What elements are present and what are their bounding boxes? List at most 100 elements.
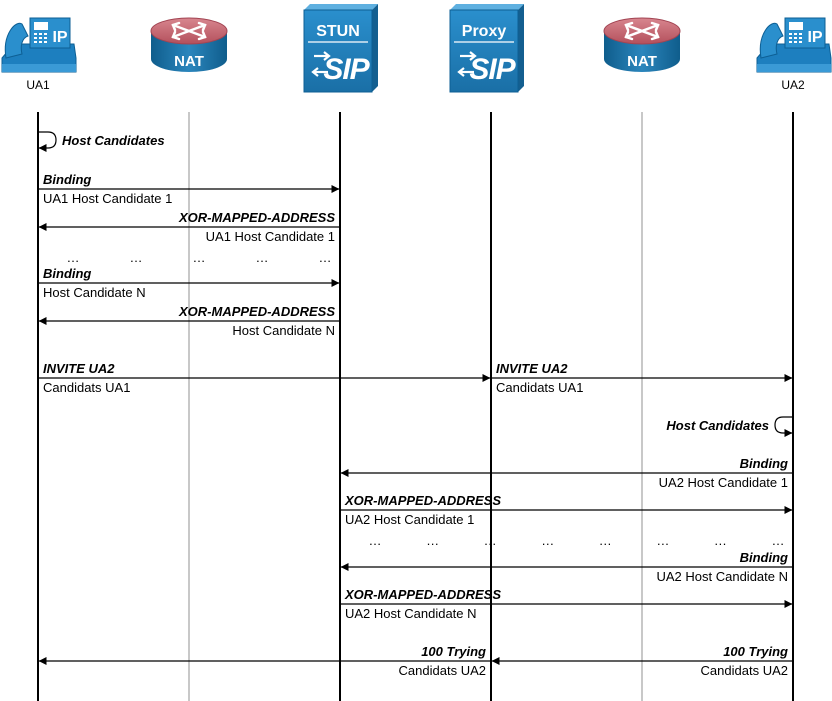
sip-text: SIP	[323, 53, 370, 86]
phone-key	[799, 41, 802, 43]
ellipsis-mark: …	[484, 533, 497, 548]
ellipsis-mark: …	[541, 533, 554, 548]
phone-key	[799, 33, 802, 35]
phone-key	[39, 33, 42, 35]
phone-key	[44, 41, 47, 43]
server-face	[303, 9, 373, 93]
message-title: Binding	[740, 456, 788, 471]
phone-key	[44, 33, 47, 35]
sip-arrow-top-head	[469, 51, 477, 61]
message-subtitle: Candidats UA1	[496, 380, 583, 395]
sip-arrow-top-head	[323, 51, 331, 61]
sip-server-icon: STUN SIP	[303, 4, 378, 93]
message-subtitle: UA2 Host Candidate N	[656, 569, 788, 584]
phone-key	[34, 41, 37, 43]
message-title: XOR-MAPPED-ADDRESS	[344, 587, 501, 602]
message-title: Host Candidates	[62, 133, 165, 148]
phone-key	[789, 41, 792, 43]
nat-arrow-head	[171, 21, 181, 32]
nat-arrow-head	[624, 30, 634, 41]
message-subtitle: UA1 Host Candidate 1	[206, 229, 335, 244]
message-subtitle: UA1 Host Candidate 1	[43, 191, 172, 206]
nat-arrows	[171, 21, 207, 41]
phone-key	[34, 33, 37, 35]
phone-key	[789, 37, 792, 39]
ellipsis-row: ……………	[67, 250, 332, 265]
phone-ip-text: IP	[52, 29, 67, 46]
self-loop-arrow	[38, 131, 57, 152]
phone-screen	[34, 22, 48, 30]
nat-router-icon: NAT	[150, 17, 228, 72]
participant-label-stun: STUN	[316, 23, 360, 40]
phone-key	[39, 37, 42, 39]
ellipsis-mark: …	[599, 533, 612, 548]
phone-front	[757, 64, 831, 72]
phone-handset	[759, 22, 784, 59]
nat-arrows	[624, 21, 660, 41]
ellipsis-mark: …	[193, 250, 206, 265]
participant-label-ua2: UA2	[781, 78, 805, 92]
nat-arrow-head	[197, 21, 207, 32]
server-top	[450, 4, 524, 10]
phone-handset	[4, 22, 29, 59]
ellipsis-mark: …	[656, 533, 669, 548]
ellipsis-mark: …	[256, 250, 269, 265]
message-subtitle: Host Candidate N	[232, 323, 335, 338]
participant-label-proxy: Proxy	[462, 23, 507, 40]
phone-key	[794, 33, 797, 35]
ellipsis-mark: …	[426, 533, 439, 548]
message-title: XOR-MAPPED-ADDRESS	[178, 304, 335, 319]
lifelines	[37, 112, 794, 701]
sip-arrow-bottom-head	[457, 67, 465, 77]
message-subtitle: Candidats UA2	[701, 663, 788, 678]
message-title: INVITE UA2	[496, 361, 568, 376]
ellipsis-mark: …	[130, 250, 143, 265]
ellipsis-mark: …	[67, 250, 80, 265]
message-subtitle: UA2 Host Candidate 1	[345, 512, 474, 527]
phone-ip-text: IP	[807, 29, 822, 46]
ip-phone-icon: IP	[1, 17, 77, 73]
ellipsis-mark: …	[714, 533, 727, 548]
participant-label-ua1: UA1	[26, 78, 50, 92]
server-face	[449, 9, 519, 93]
message: XOR-MAPPED-ADDRESS UA2 Host Candidate N	[340, 587, 793, 621]
nat-arrow-line	[624, 23, 660, 39]
phone-key	[789, 33, 792, 35]
message-subtitle: Candidats UA1	[43, 380, 130, 395]
sip-arrows	[457, 51, 477, 77]
message-title: Binding	[43, 172, 91, 187]
message-title: XOR-MAPPED-ADDRESS	[178, 210, 335, 225]
message-subtitle: UA2 Host Candidate N	[345, 606, 477, 621]
phone-key	[794, 41, 797, 43]
message-title: Binding	[740, 550, 788, 565]
nat-arrow-head	[650, 21, 660, 32]
nat-arrow-line	[171, 23, 207, 39]
message-subtitle: Host Candidate N	[43, 285, 146, 300]
nat-router-icon: NAT	[603, 17, 681, 72]
message-subtitle: UA2 Host Candidate 1	[659, 475, 788, 490]
participant-label-nat1: NAT	[174, 53, 204, 70]
sip-text: SIP	[469, 53, 516, 86]
nat-arrow-head	[624, 21, 634, 32]
phone-key	[799, 37, 802, 39]
server-side	[372, 4, 378, 92]
ellipsis-mark: …	[369, 533, 382, 548]
sip-arrow-bottom-head	[311, 67, 319, 77]
self-message: Host Candidates	[38, 131, 165, 152]
phone-front	[2, 64, 76, 72]
ellipsis-row: ……………………	[369, 533, 785, 548]
message-subtitle: Candidats UA2	[399, 663, 486, 678]
message: XOR-MAPPED-ADDRESS UA1 Host Candidate 1	[38, 210, 340, 244]
phone-key	[39, 41, 42, 43]
